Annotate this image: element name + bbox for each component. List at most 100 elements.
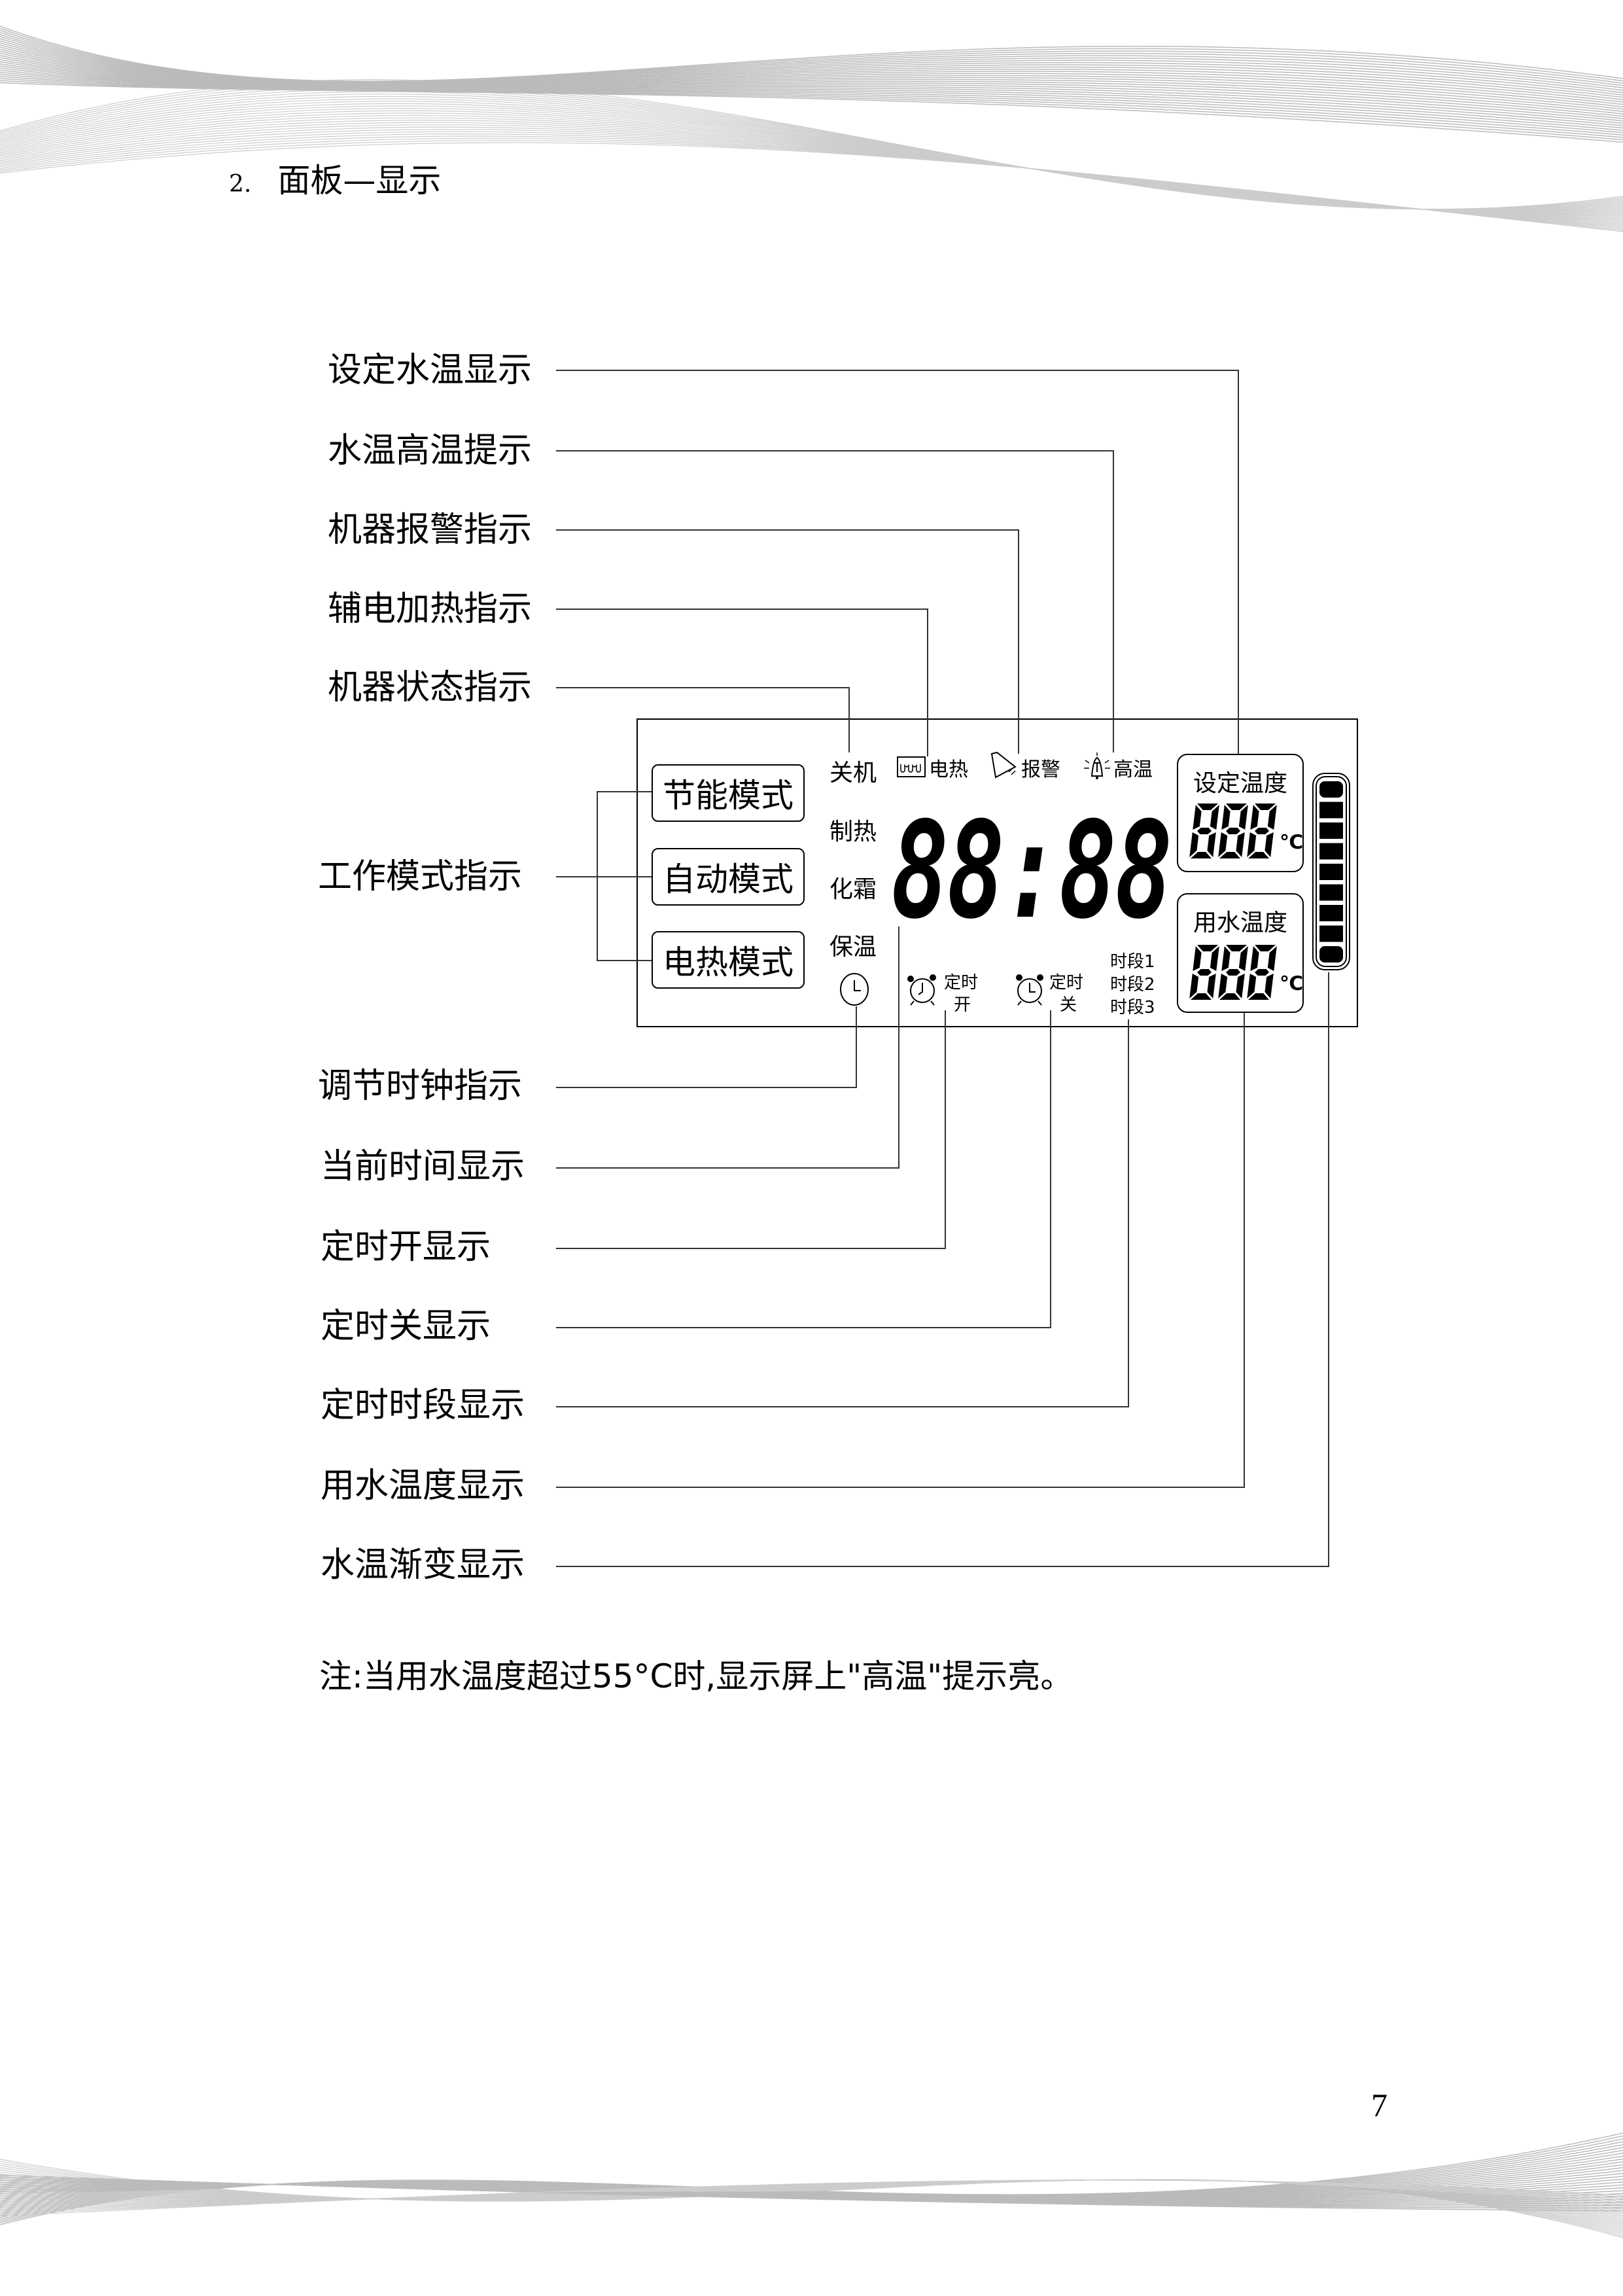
digit-segment xyxy=(1236,832,1245,857)
digit-segment xyxy=(1255,969,1270,976)
label-clock-adjust: 调节时钟指示 xyxy=(318,1067,523,1106)
digit-segment xyxy=(1219,993,1240,1000)
wave-line xyxy=(0,57,1623,115)
digit-segment xyxy=(1207,832,1216,857)
note-text: 注:当用水温度超过55°C时,显示屏上"高温"提示亮。 xyxy=(319,1657,1073,1695)
wave-line xyxy=(0,142,1623,232)
bar-segment xyxy=(1319,802,1343,819)
timer-on-line2: 开 xyxy=(954,995,971,1015)
bar-segment xyxy=(1319,864,1343,880)
wave-line xyxy=(0,65,1623,124)
label-current-time: 当前时间显示 xyxy=(321,1147,525,1186)
period-1: 时段1 xyxy=(1110,952,1155,972)
label-timer-period: 定时时段显示 xyxy=(321,1386,525,1425)
digit-segment xyxy=(1255,804,1276,810)
wave-line xyxy=(0,82,1623,143)
digit-segment xyxy=(1238,946,1248,971)
digit-segment xyxy=(1250,946,1259,971)
bar-segment xyxy=(1319,843,1343,860)
label-high-temp-alert: 水温高温提示 xyxy=(328,431,532,470)
digit-segment xyxy=(1267,946,1277,971)
timer-on-line1: 定时 xyxy=(944,973,979,993)
digit-segment xyxy=(1248,993,1269,1000)
wave-line xyxy=(0,78,1623,138)
timer-off-line2: 关 xyxy=(1060,995,1077,1015)
wave-line xyxy=(0,67,1623,126)
label-aux-heat-indicator: 辅电加热指示 xyxy=(328,590,532,629)
digit-segment xyxy=(1226,804,1248,810)
wave-line xyxy=(0,52,1623,110)
mode-electric: 电热模式 xyxy=(652,931,805,989)
indicator-alarm: 报警 xyxy=(1021,758,1060,781)
wave-line xyxy=(0,40,1623,96)
temp-digit xyxy=(1218,945,1248,1000)
digit-segment xyxy=(1218,974,1228,998)
alarm-clock-on-icon xyxy=(907,974,936,1006)
wave-line xyxy=(0,69,1623,129)
current-time-digits: 88:88 xyxy=(891,794,1173,949)
bar-segment xyxy=(1319,822,1343,839)
digit-segment xyxy=(1218,832,1228,857)
temp-digit xyxy=(1247,945,1277,1000)
digit-segment xyxy=(1197,804,1219,810)
set-temp-label: 设定温度 xyxy=(1193,770,1287,797)
wave-line xyxy=(0,61,1623,119)
digit-segment xyxy=(1265,974,1274,998)
water-temp-digits xyxy=(1189,945,1277,1000)
timer-off-line1: 定时 xyxy=(1049,973,1084,993)
indicator-electric-heat: 电热 xyxy=(929,758,968,781)
temp-digit xyxy=(1189,945,1219,1000)
digit-segment xyxy=(1255,828,1270,834)
label-alarm-indicator: 机器报警指示 xyxy=(328,510,532,550)
digit-segment xyxy=(1248,852,1269,858)
bar-segment xyxy=(1319,905,1343,921)
wave-line xyxy=(0,73,1623,133)
digit-segment xyxy=(1197,945,1219,951)
digit-segment xyxy=(1191,993,1212,1000)
set-temp-unit: ℃ xyxy=(1280,831,1304,854)
digit-segment xyxy=(1193,946,1202,971)
wave-line xyxy=(0,27,1623,82)
digit-segment xyxy=(1207,974,1216,998)
bar-outline xyxy=(1312,773,1350,970)
wave-line xyxy=(0,26,1623,82)
wave-line xyxy=(0,80,1623,141)
digit-segment xyxy=(1191,852,1212,858)
clock-icon xyxy=(840,973,869,1006)
bar-segment xyxy=(1319,946,1343,963)
digit-segment xyxy=(1193,805,1202,830)
state-defrost: 化霜 xyxy=(829,876,877,903)
temp-digit xyxy=(1247,804,1277,858)
section-title: 2.面板—显示 xyxy=(229,162,442,200)
wave-line xyxy=(0,36,1623,91)
digit-segment xyxy=(1197,969,1212,976)
wave-line xyxy=(0,44,1623,101)
digit-segment xyxy=(1236,974,1245,998)
water-temp-label: 用水温度 xyxy=(1193,910,1287,936)
digit-segment xyxy=(1265,832,1274,857)
label-work-mode: 工作模式指示 xyxy=(318,857,523,896)
set-temp-box: 设定温度 xyxy=(1177,754,1304,872)
wave-line xyxy=(0,31,1623,86)
state-keep-warm: 保温 xyxy=(829,934,877,961)
label-timer-on: 定时开显示 xyxy=(321,1227,491,1267)
digit-segment xyxy=(1238,805,1248,830)
label-set-water-temp: 设定水温显示 xyxy=(328,351,532,390)
digit-segment xyxy=(1226,828,1241,834)
digit-segment xyxy=(1189,832,1199,857)
wave-line xyxy=(0,63,1623,122)
wave-line xyxy=(0,38,1623,94)
page-number: 7 xyxy=(1371,2087,1387,2123)
mode-eco: 节能模式 xyxy=(652,764,805,822)
temp-digit xyxy=(1189,804,1219,858)
digit-segment xyxy=(1221,805,1230,830)
state-off: 关机 xyxy=(829,760,877,786)
wave-line xyxy=(0,76,1623,136)
wave-line xyxy=(0,42,1623,98)
digit-segment xyxy=(1210,946,1219,971)
digit-segment xyxy=(1221,946,1230,971)
temp-digit xyxy=(1218,804,1248,858)
digit-segment xyxy=(1255,945,1276,951)
water-temp-box: 用水温度 xyxy=(1177,893,1304,1013)
